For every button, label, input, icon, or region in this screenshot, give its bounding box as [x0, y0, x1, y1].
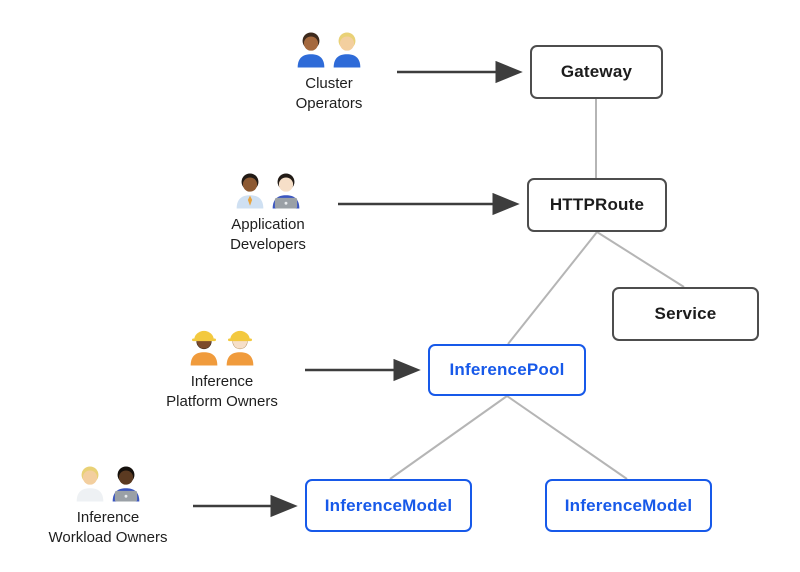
mechanics-pair-icon: [244, 28, 414, 70]
actor-label-line: Operators: [295, 95, 363, 112]
node-service: Service: [612, 287, 759, 341]
actor-label-cluster-operators: Cluster Operators: [244, 74, 414, 114]
actor-label-line: Application: [231, 216, 305, 233]
actor-label-line: Inference: [190, 373, 254, 390]
node-gateway: Gateway: [530, 45, 663, 99]
actor-label-line: Cluster: [305, 75, 353, 92]
actor-label-inference-workload-owners: Inference Workload Owners: [23, 508, 193, 548]
actor-label-line: Platform Owners: [166, 393, 278, 410]
health-worker-and-technologist-pair-icon: [23, 462, 193, 504]
node-inferencemodel-1: InferenceModel: [305, 479, 472, 532]
actor-label-inference-platform-owners: Inference Platform Owners: [137, 372, 307, 412]
actor-inference-platform-owners: Inference Platform Owners: [137, 326, 307, 412]
actor-label-line: Inference: [76, 509, 140, 526]
actor-cluster-operators: Cluster Operators: [244, 28, 414, 114]
construction-workers-pair-icon: [137, 326, 307, 368]
line-inferencepool-inferencemodel-2: [506, 395, 628, 480]
actor-label-line: Developers: [230, 236, 306, 253]
line-httproute-inferencepool: [507, 231, 598, 345]
office-worker-and-technologist-pair-icon: [183, 169, 353, 211]
actor-application-developers: Application Developers: [183, 169, 353, 255]
node-inferencepool: InferencePool: [428, 344, 586, 396]
line-inferencepool-inferencemodel-1: [389, 395, 508, 480]
actor-inference-workload-owners: Inference Workload Owners: [23, 462, 193, 548]
node-inferencemodel-2: InferenceModel: [545, 479, 712, 532]
line-httproute-service: [596, 231, 685, 288]
actor-label-application-developers: Application Developers: [183, 215, 353, 255]
node-httproute: HTTPRoute: [527, 178, 667, 232]
actor-label-line: Workload Owners: [48, 529, 168, 546]
